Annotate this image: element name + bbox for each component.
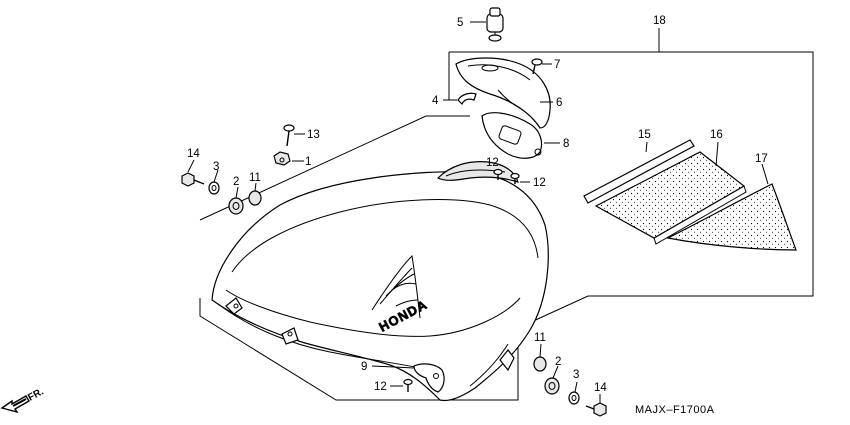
part-5-key-cylinder <box>486 7 504 42</box>
callout-16: 16 <box>710 129 723 141</box>
callout-6: 6 <box>556 97 562 109</box>
part-3-collar-left <box>208 181 220 195</box>
part-16-foam-pad <box>594 151 747 245</box>
callout-14-left: 14 <box>187 148 200 160</box>
callout-2-left: 2 <box>233 176 239 188</box>
front-direction-label: FR. <box>26 386 46 403</box>
callout-5: 5 <box>457 17 463 29</box>
callout-12-upper-b: 12 <box>533 177 546 189</box>
part-14-bolt-left <box>181 172 205 187</box>
callout-15: 15 <box>638 129 651 141</box>
callout-13: 13 <box>307 129 320 141</box>
callout-3-right: 3 <box>573 369 579 381</box>
callout-labels: 5 18 7 4 6 13 15 16 8 14 17 1 3 12 11 2 … <box>187 15 768 394</box>
callout-8: 8 <box>563 138 569 150</box>
part-1-nut <box>273 151 291 166</box>
part-2-grommet-left <box>228 197 244 215</box>
callout-18: 18 <box>653 15 666 27</box>
part-4-clip <box>457 92 477 106</box>
part-15-seal-strip <box>583 139 695 204</box>
part-14-bolt-right <box>585 402 607 417</box>
part-8-lock-bracket <box>481 112 543 159</box>
callout-7: 7 <box>554 59 560 71</box>
part-9-bracket <box>413 363 445 393</box>
part-11-cushion-left <box>248 190 262 206</box>
callout-1: 1 <box>305 156 311 168</box>
callout-3-left: 3 <box>213 161 219 173</box>
front-direction-arrow-icon <box>0 395 30 414</box>
callout-11-right: 11 <box>534 332 546 344</box>
callout-14-right: 14 <box>594 382 607 394</box>
part-17-foam-sheet <box>666 183 797 251</box>
callout-4: 4 <box>432 95 439 107</box>
part-12-screw-upper-b <box>510 172 520 184</box>
diagram-reference-code: MAJX–F1700A <box>635 404 715 416</box>
callout-11-left: 11 <box>249 172 261 184</box>
part-12-screw-upper-a <box>493 168 503 180</box>
part-13-bolt <box>283 124 295 147</box>
part-6-cover <box>455 57 551 129</box>
part-3-collar-right <box>568 391 580 405</box>
callout-12-upper-a: 12 <box>486 157 499 169</box>
callout-17: 17 <box>755 153 768 165</box>
part-2-grommet-right <box>544 377 560 395</box>
callout-12-lower: 12 <box>374 381 387 393</box>
honda-wing-logo-icon <box>371 254 421 319</box>
rear-seat-cowl <box>211 161 549 402</box>
part-11-cushion-right <box>533 356 547 372</box>
part-12-screw-lower <box>403 378 413 392</box>
callout-9: 9 <box>361 361 367 373</box>
part-7-screw <box>531 58 543 75</box>
callout-2-right: 2 <box>555 356 561 368</box>
